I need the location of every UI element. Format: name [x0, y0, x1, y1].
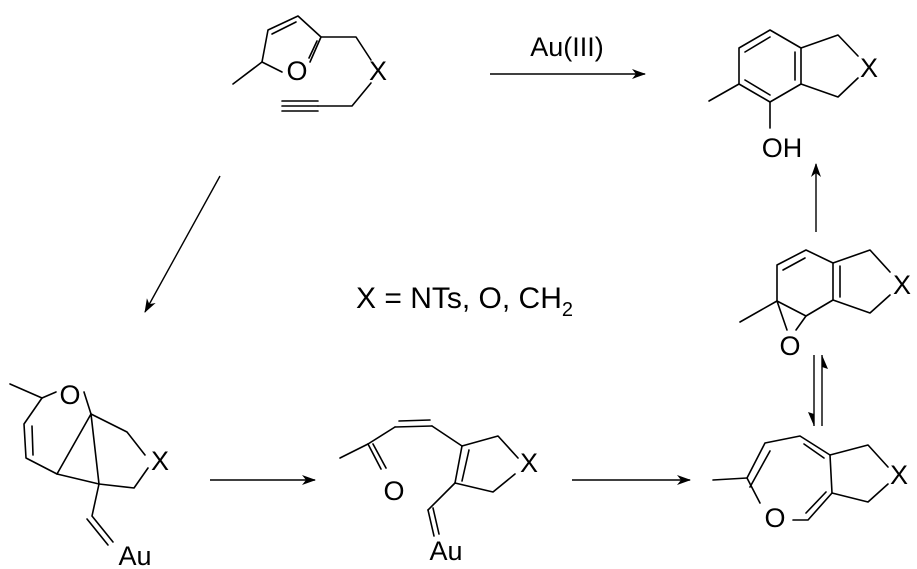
enone-gold-label: Au — [429, 536, 462, 566]
intermediate-enone-carbene: O X Au — [339, 419, 538, 566]
starting-material-furan: O X — [232, 15, 387, 112]
epoxide-oxygen-label: O — [779, 331, 800, 361]
product-phenol: X OH — [708, 29, 878, 163]
arene-oxide-x-label: X — [893, 270, 911, 300]
tether-x-label: X — [369, 56, 387, 86]
cyclo-gold-label: Au — [118, 541, 151, 569]
equilibrium-arrows — [808, 355, 828, 426]
intermediate-cyclopropyl-carbene: O X Au — [9, 380, 169, 569]
oxepine-oxygen-label: O — [764, 503, 785, 533]
furan-oxygen-label: O — [286, 56, 307, 86]
reagent-label: Au(III) — [530, 32, 604, 62]
cyclo-oxygen-label: O — [59, 380, 80, 410]
enone-oxygen-label: O — [383, 476, 404, 506]
cyclo-x-label: X — [151, 446, 169, 476]
hydroxyl-label: OH — [762, 133, 803, 163]
substituent-note: X = NTs, O, CH2 — [356, 282, 573, 321]
intermediate-arene-oxide: O X — [739, 249, 911, 361]
product-x-label: X — [860, 53, 878, 83]
oxepine-x-label: X — [890, 460, 908, 490]
intermediate-oxepine: O X — [712, 435, 908, 533]
gold-catalysis-arrow: Au(III) — [490, 32, 646, 79]
enone-x-label: X — [520, 448, 538, 478]
arrow-to-cyclopropane — [144, 175, 221, 313]
